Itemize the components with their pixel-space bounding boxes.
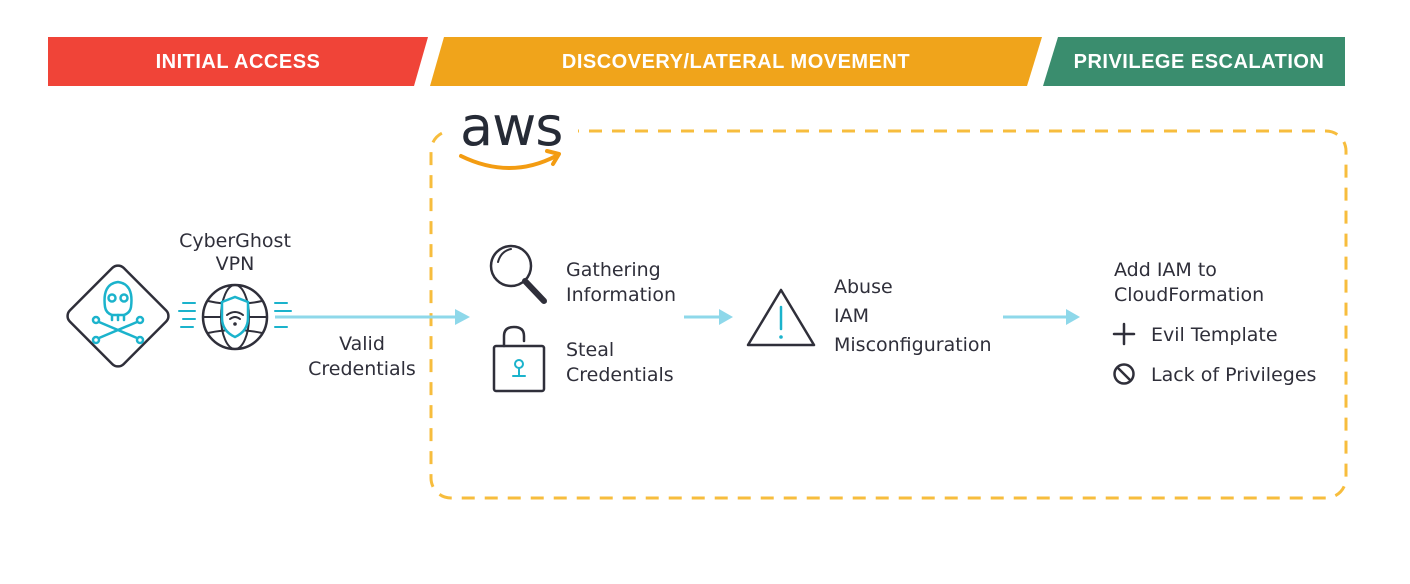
vpn-label-line2: VPN bbox=[216, 253, 255, 275]
gathering-line1: Gathering bbox=[566, 259, 661, 281]
edge-label-credentials: Credentials bbox=[308, 358, 416, 380]
aws-boundary-box bbox=[429, 129, 1348, 500]
speed-lines-left bbox=[178, 302, 196, 328]
valid-credentials-arrow bbox=[275, 309, 470, 325]
outcome-label: Lack of Privileges bbox=[1151, 364, 1316, 386]
arrow-to-abuse bbox=[684, 309, 733, 325]
outcome-label: Evil Template bbox=[1151, 324, 1278, 346]
prohibited-icon bbox=[1113, 363, 1135, 385]
gathering-line2: Information bbox=[566, 284, 676, 306]
step-abuse-iam: Abuse IAM Misconfiguration bbox=[746, 276, 992, 356]
step-gathering-information: Gathering Information bbox=[489, 244, 676, 306]
steal-line2: Credentials bbox=[566, 364, 674, 386]
phase-discovery-label: DISCOVERY/LATERAL MOVEMENT bbox=[562, 51, 910, 73]
vpn-label-line1: CyberGhost bbox=[179, 230, 291, 252]
abuse-line1: Abuse bbox=[834, 276, 893, 298]
edge-label-valid: Valid bbox=[339, 333, 385, 355]
outcome-evil-template: Evil Template bbox=[1112, 322, 1278, 346]
speed-lines-right bbox=[274, 302, 292, 328]
phase-privilege-escalation-label: PRIVILEGE ESCALATION bbox=[1074, 51, 1325, 73]
attacker-node bbox=[66, 264, 170, 368]
abuse-line3: Misconfiguration bbox=[834, 334, 992, 356]
steal-line1: Steal bbox=[566, 339, 614, 361]
aws-smile-arrowhead bbox=[545, 149, 561, 166]
aws-logo-text: aws bbox=[460, 95, 562, 158]
phase-discovery-bar bbox=[430, 37, 1042, 86]
add-iam-line2: CloudFormation bbox=[1114, 284, 1264, 306]
plus-icon bbox=[1112, 322, 1136, 346]
abuse-line2: IAM bbox=[834, 305, 869, 327]
aws-smile-icon bbox=[459, 154, 558, 170]
add-iam-line1: Add IAM to bbox=[1114, 259, 1217, 281]
phase-header: INITIAL ACCESS DISCOVERY/LATERAL MOVEMEN… bbox=[48, 37, 1345, 86]
outcome-lack-of-privileges: Lack of Privileges bbox=[1113, 363, 1316, 386]
step-add-iam-cloudformation: Add IAM to CloudFormation Evil Template … bbox=[1112, 259, 1316, 386]
magnifier-icon bbox=[489, 244, 547, 304]
arrow-to-add-iam bbox=[1003, 309, 1080, 325]
phase-initial-access-bar bbox=[48, 37, 428, 86]
warning-triangle-icon bbox=[746, 288, 816, 347]
aws-logo: aws bbox=[459, 95, 563, 170]
phase-initial-access-label: INITIAL ACCESS bbox=[156, 51, 321, 73]
vpn-node: CyberGhost VPN bbox=[178, 230, 292, 351]
unlocked-padlock-icon bbox=[492, 325, 546, 393]
globe-shield-wifi-icon bbox=[201, 283, 269, 351]
phase-privilege-escalation-bar bbox=[1043, 37, 1345, 86]
step-steal-credentials: Steal Credentials bbox=[492, 325, 674, 393]
skull-crossbones-icon bbox=[91, 280, 145, 345]
